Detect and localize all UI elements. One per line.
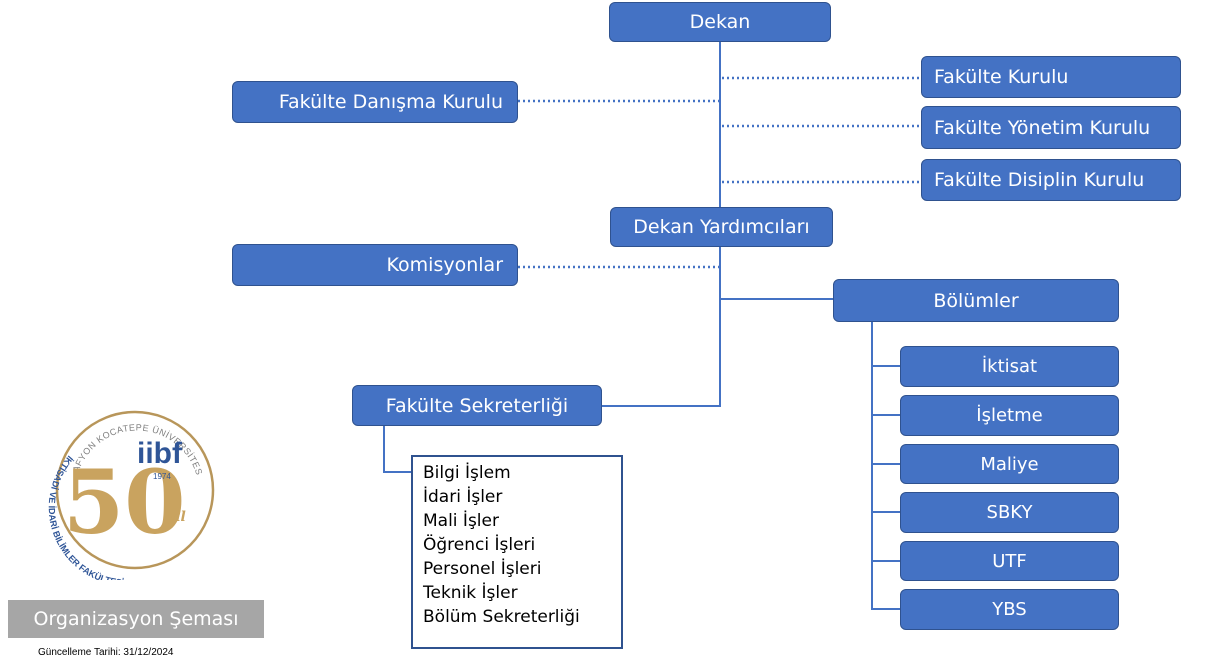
sekreterlik-unit: İdari İşler — [423, 487, 503, 507]
department-label: SBKY — [986, 502, 1033, 523]
node-fakulte-disiplin-kurulu-label: Fakülte Disiplin Kurulu — [934, 169, 1145, 191]
department-label: UTF — [992, 550, 1027, 572]
node-fakulte-yonetim-kurulu[interactable]: Fakülte Yönetim Kurulu — [921, 106, 1181, 149]
caption-bar: Organizasyon Şeması — [8, 600, 264, 638]
logo-year: 1974 — [153, 472, 171, 481]
sekreterlik-unit: Mali İşler — [423, 511, 499, 531]
sekreterlik-unit: Öğrenci İşleri — [423, 535, 536, 555]
logo-mark: iibf — [137, 437, 183, 470]
node-fakulte-sekreterligi-label: Fakülte Sekreterliği — [385, 394, 569, 417]
department-label: İktisat — [981, 356, 1038, 377]
node-fakulte-disiplin-kurulu[interactable]: Fakülte Disiplin Kurulu — [921, 159, 1181, 201]
sekreterlik-unit: Bilgi İşlem — [423, 463, 511, 483]
node-fakulte-kurulu-label: Fakülte Kurulu — [934, 66, 1069, 88]
department-box[interactable]: UTF — [900, 541, 1119, 581]
department-label: YBS — [992, 599, 1027, 620]
sekreterlik-unit: Teknik İşler — [423, 583, 518, 603]
node-fakulte-kurulu[interactable]: Fakülte Kurulu — [921, 56, 1181, 98]
update-date: Güncelleme Tarihi: 31/12/2024 — [38, 647, 174, 658]
department-box[interactable]: YBS — [900, 589, 1119, 630]
department-box[interactable]: İktisat — [900, 346, 1119, 387]
node-dekan-yardimcilari-label: Dekan Yardımcıları — [633, 216, 810, 238]
department-box[interactable]: SBKY — [900, 492, 1119, 533]
node-komisyonlar-label: Komisyonlar — [386, 254, 503, 276]
logo-suffix: yıl — [166, 509, 186, 525]
caption-title: Organizasyon Şeması — [33, 608, 239, 630]
node-dekan-yardimcilari[interactable]: Dekan Yardımcıları — [610, 207, 833, 247]
node-fakulte-sekreterligi[interactable]: Fakülte Sekreterliği — [352, 385, 602, 426]
sekreterlik-unit: Personel İşleri — [423, 559, 542, 579]
node-dekan[interactable]: Dekan — [609, 2, 831, 42]
node-fakulte-danisma-kurulu[interactable]: Fakülte Danışma Kurulu — [232, 81, 518, 123]
node-bolumler[interactable]: Bölümler — [833, 279, 1119, 322]
department-label: İşletme — [976, 405, 1043, 426]
sekreterlik-unit: Bölüm Sekreterliği — [423, 607, 580, 627]
node-fakulte-danisma-kurulu-label: Fakülte Danışma Kurulu — [278, 91, 503, 113]
sekreterlik-units-list: Bilgi İşlem İdari İşler Mali İşler Öğren… — [411, 455, 623, 649]
department-box[interactable]: İşletme — [900, 395, 1119, 436]
node-fakulte-yonetim-kurulu-label: Fakülte Yönetim Kurulu — [934, 116, 1151, 139]
node-bolumler-label: Bölümler — [933, 289, 1019, 312]
node-komisyonlar[interactable]: Komisyonlar — [232, 244, 518, 286]
logo-number: 50 — [63, 450, 185, 554]
department-box[interactable]: Maliye — [900, 444, 1119, 484]
department-label: Maliye — [980, 453, 1039, 475]
node-dekan-label: Dekan — [689, 11, 751, 33]
